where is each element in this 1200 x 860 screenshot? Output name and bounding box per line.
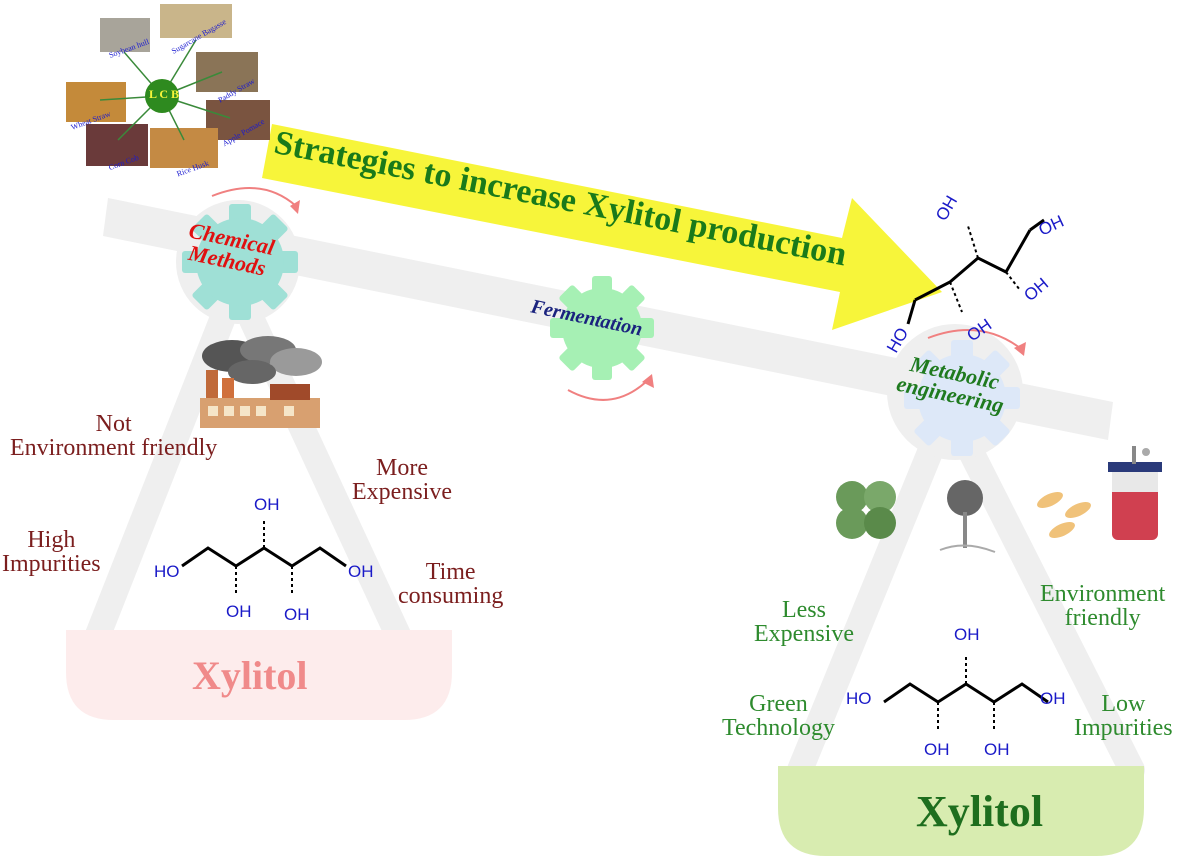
metabolic-gear-icon	[904, 340, 1020, 456]
fermentation-gear-icon	[550, 276, 654, 380]
bioreactor-icon	[1108, 446, 1162, 540]
fungus-icon	[939, 480, 996, 553]
oh-label: OH	[348, 562, 374, 581]
ho-label: HO	[846, 689, 872, 708]
high-impurities-label: High Impurities	[2, 527, 101, 577]
right-scale-pan	[778, 766, 1144, 856]
less-expensive-label: Less Expensive	[754, 597, 854, 647]
left-scale	[79, 307, 418, 663]
oh-label: OH	[254, 495, 280, 514]
left-scale-pan	[66, 630, 452, 720]
lcb-collage	[66, 4, 270, 168]
oh-label: OH	[1040, 689, 1066, 708]
oh-label: OH	[1020, 274, 1052, 305]
ho-label: HO	[154, 562, 180, 581]
environment-friendly-label: Environment friendly	[1040, 581, 1166, 631]
oh-label: OH	[924, 740, 950, 759]
strategy-arrow	[262, 124, 942, 330]
more-expensive-label: More Expensive	[352, 455, 452, 505]
rotation-arrows	[211, 187, 1021, 401]
xylitol-right-label: Xylitol	[916, 787, 1044, 836]
lcb-center-label: L C B	[149, 87, 180, 101]
xylitol-structure-right: HO OH OH OH OH	[846, 625, 1066, 759]
xylitol-left-label: Xylitol	[192, 653, 308, 698]
green-technology-label: Green Technology	[722, 691, 835, 741]
right-scale	[787, 427, 1145, 783]
oh-label: OH	[932, 192, 961, 224]
oh-label: OH	[984, 740, 1010, 759]
oh-label: OH	[1036, 212, 1067, 240]
rotation-arrowheads	[290, 200, 1026, 388]
oh-label: OH	[226, 602, 252, 621]
oh-label: OH	[954, 625, 980, 644]
factory-icon	[200, 336, 322, 428]
oh-label: OH	[284, 605, 310, 624]
not-environment-friendly-label: Not Environment friendly	[10, 411, 218, 461]
bacteria-icon	[1037, 491, 1091, 539]
xylitol-structure-left: HO OH OH OH OH	[154, 495, 374, 624]
cell-cluster-icon	[836, 481, 896, 539]
chemical-gear-icon	[182, 204, 298, 320]
time-consuming-label: Time consuming	[398, 559, 504, 609]
low-impurities-label: Low Impurities	[1074, 691, 1173, 741]
